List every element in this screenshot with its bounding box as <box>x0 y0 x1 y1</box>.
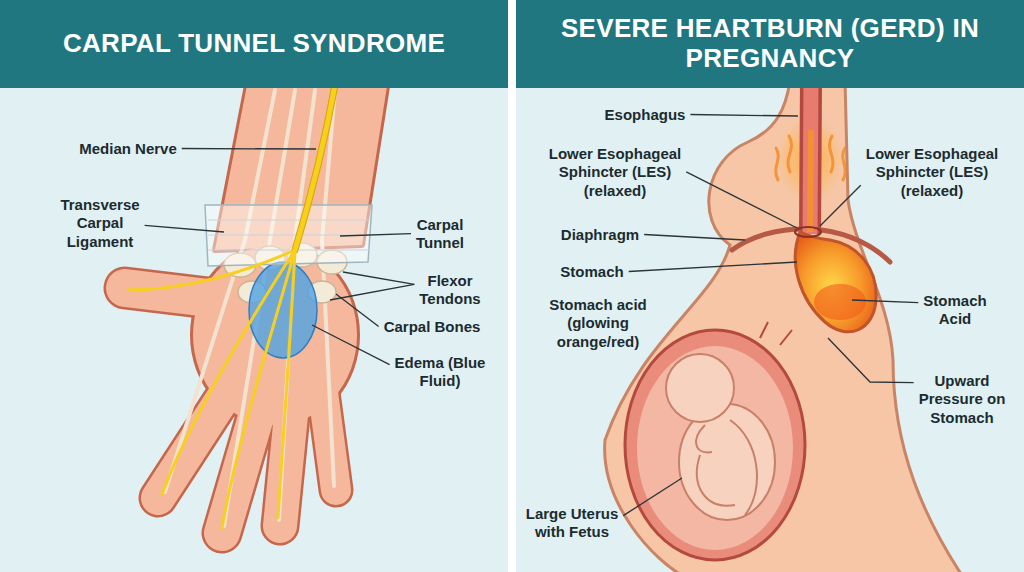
amniotic-sac <box>637 346 793 550</box>
fetus-back <box>730 420 757 515</box>
label-box: Carpal Tunnel <box>402 216 478 253</box>
nerve-branch <box>222 250 295 528</box>
wave <box>843 148 846 180</box>
label-box: Upward Pressure on Stomach <box>912 372 1012 427</box>
nerve-branch <box>278 250 295 518</box>
pressure-arrows <box>760 322 792 345</box>
wave <box>788 136 792 172</box>
part-label: Carpal Bones <box>384 318 481 335</box>
leader-line <box>820 185 861 226</box>
nerve-branch <box>162 250 295 494</box>
leader-line <box>336 294 379 327</box>
stomach-acid-pool <box>814 284 866 320</box>
refluxing-acid <box>810 130 811 232</box>
wave <box>829 136 833 172</box>
label-box: Stomach <box>542 263 642 281</box>
leader-line <box>330 284 414 300</box>
part-label: Lower Esophageal Sphincter (LES) (relaxe… <box>866 145 999 199</box>
uterus <box>625 330 805 560</box>
edema-fluid <box>249 262 317 358</box>
fetus-leg <box>697 455 735 506</box>
nerve-branch <box>128 250 295 290</box>
part-label: Stomach acid (glowing orange/red) <box>549 296 647 350</box>
part-label: Lower Esophageal Sphincter (LES) (relaxe… <box>549 145 682 199</box>
stomach <box>795 232 876 332</box>
label-box: Edema (Blue Fluid) <box>390 354 490 391</box>
fiber <box>208 220 370 221</box>
leader-line <box>623 478 682 516</box>
fetus-head <box>666 354 734 422</box>
leader-line <box>690 115 798 117</box>
leader-line <box>340 234 411 236</box>
label-box: Lower Esophageal Sphincter (LES) (relaxe… <box>530 145 700 200</box>
arrow <box>760 322 768 338</box>
fiber <box>208 250 369 251</box>
leader-line <box>644 235 745 241</box>
label-box: Carpal Bones <box>372 318 492 336</box>
leader-line <box>343 272 414 284</box>
label-box: Flexor Tendons <box>412 272 488 309</box>
part-label: Stomach <box>560 263 623 280</box>
label-box: Diaphragm <box>545 226 655 244</box>
part-label: Large Uterus with Fetus <box>526 505 619 540</box>
part-label: Diaphragm <box>561 226 639 243</box>
part-label: Median Nerve <box>79 140 177 157</box>
part-label: Carpal Tunnel <box>416 216 464 251</box>
esophagus <box>810 80 811 234</box>
part-label: Upward Pressure on Stomach <box>919 372 1006 426</box>
part-label: Flexor Tendons <box>419 272 480 307</box>
leader-line <box>686 172 797 228</box>
nerve <box>295 85 335 250</box>
panel-header: SEVERE HEARTBURN (GERD) IN PREGNANCY <box>516 0 1024 88</box>
wave <box>776 148 779 180</box>
ligament-fibers <box>208 220 370 250</box>
label-box: Large Uterus with Fetus <box>517 505 627 542</box>
median-nerve-outline <box>295 85 335 250</box>
leader-line <box>828 338 914 383</box>
label-box: Stomach acid (glowing orange/red) <box>538 296 658 351</box>
label-box: Esophagus <box>590 106 700 124</box>
esophagus-wall <box>810 80 811 234</box>
flexor-tendons <box>165 90 335 526</box>
leader-line <box>145 225 224 232</box>
label-box: Lower Esophageal Sphincter (LES) (relaxe… <box>847 145 1017 200</box>
panel-background <box>0 0 508 572</box>
leader-line <box>182 148 316 150</box>
part-label: Stomach Acid <box>923 292 986 327</box>
part-label: Esophagus <box>605 106 686 123</box>
panel-title: SEVERE HEARTBURN (GERD) IN PREGNANCY <box>530 14 1010 74</box>
label-box: Stomach Acid <box>910 292 1000 329</box>
leader-line <box>629 262 797 272</box>
panel-title: CARPAL TUNNEL SYNDROME <box>63 29 445 59</box>
part-label: Transverse Carpal Ligament <box>60 196 139 250</box>
label-box: Median Nerve <box>58 140 198 158</box>
sphincter-ring <box>795 227 821 237</box>
leader-line <box>312 325 390 365</box>
part-label: Edema (Blue Fluid) <box>395 354 486 389</box>
arrow <box>780 330 792 345</box>
leader-line <box>852 300 918 303</box>
fetus-arm <box>696 425 712 452</box>
nerve <box>295 85 335 250</box>
heat-waves <box>776 136 846 180</box>
panel-header: CARPAL TUNNEL SYNDROME <box>0 0 508 88</box>
label-box: Transverse Carpal Ligament <box>50 196 150 251</box>
